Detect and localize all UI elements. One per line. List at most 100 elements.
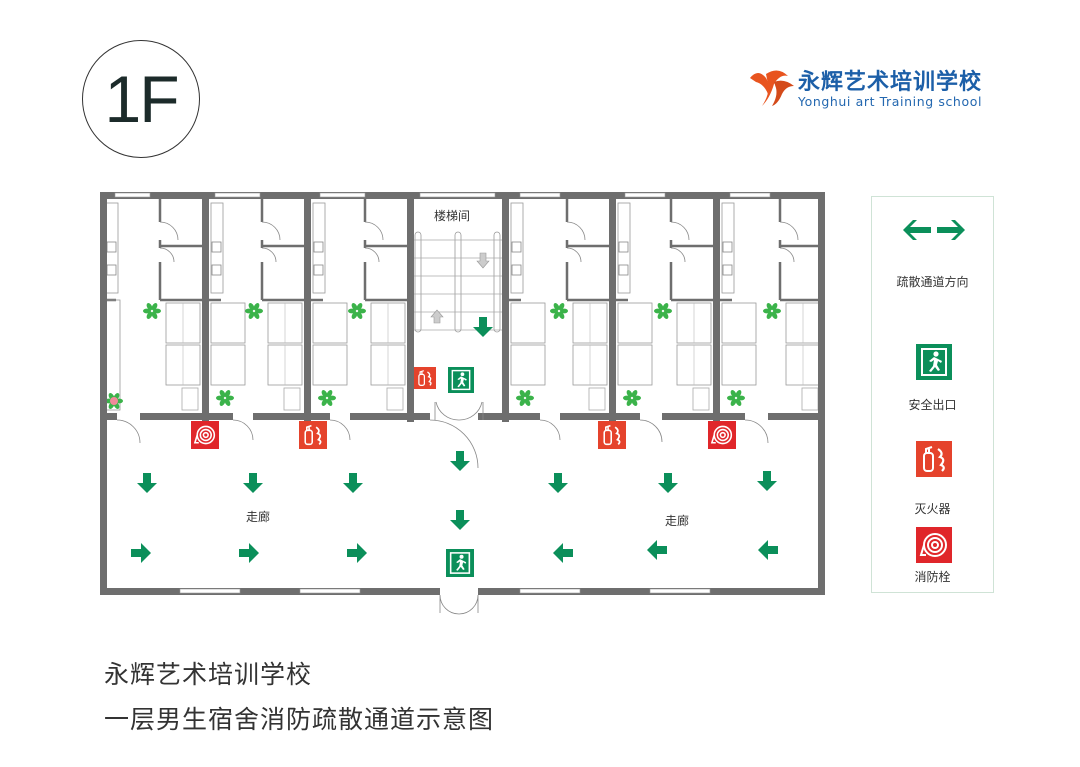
evacuation-direction-arrows-icon (903, 220, 965, 240)
wall (478, 413, 540, 420)
handrail (454, 231, 462, 333)
door-swing (116, 419, 141, 444)
evacuation-arrow-down-icon (757, 471, 777, 491)
legend-label-hydrant: 消防栓 (914, 570, 951, 584)
legend-label-exit: 安全出口 (908, 398, 957, 412)
evacuation-arrow-down-icon (343, 473, 363, 493)
wall (100, 588, 440, 595)
dorm-room (616, 197, 713, 411)
desk (181, 387, 199, 411)
door-swing (639, 419, 663, 443)
stall-wall (158, 197, 202, 302)
stall-door (566, 221, 586, 263)
plant-icon (216, 390, 234, 406)
wall (502, 192, 509, 422)
logo-name-en: Yonghui art Training school (798, 94, 983, 109)
stall-wall (260, 197, 304, 302)
stall-door (261, 221, 281, 263)
plant-icon (105, 393, 123, 409)
door-swing (329, 419, 351, 441)
floor-badge: 1F (82, 40, 200, 158)
evacuation-arrow-right-icon (131, 543, 151, 563)
bed (312, 344, 348, 386)
sink-counter (721, 202, 735, 294)
sink-icon (618, 264, 629, 276)
fire-extinguisher-icon (916, 441, 952, 477)
evacuation-arrow-down-icon (450, 451, 470, 471)
wall (100, 413, 117, 420)
evacuation-arrow-down-icon (450, 510, 470, 530)
evacuation-arrow-right-icon (239, 543, 259, 563)
stall-wall (363, 197, 407, 302)
sink-counter (617, 202, 631, 294)
evacuation-arrow-right-icon (347, 543, 367, 563)
window (419, 192, 496, 198)
legend-label-extinguisher: 灭火器 (914, 502, 951, 516)
bed (510, 344, 546, 386)
dorm-room (311, 197, 407, 411)
door-swing (539, 419, 561, 441)
bed (510, 302, 546, 344)
sink-icon (106, 241, 117, 253)
sink-icon (313, 264, 324, 276)
bed (617, 302, 653, 344)
desk (283, 387, 301, 411)
stall-door (364, 221, 384, 263)
sink-icon (313, 241, 324, 253)
evacuation-arrow-left-icon (647, 540, 667, 560)
window (319, 192, 366, 198)
sink-icon (722, 241, 733, 253)
door-swing (744, 419, 769, 444)
window (114, 192, 151, 198)
legend-label-direction: 疏散通道方向 (896, 275, 969, 289)
desk (801, 387, 819, 411)
plant-icon (143, 303, 161, 319)
fire-hydrant-icon (191, 421, 219, 449)
window (624, 192, 666, 198)
plant-icon (318, 390, 336, 406)
evacuation-arrow-left-icon (758, 540, 778, 560)
stall-door (670, 221, 690, 263)
sink-icon (722, 264, 733, 276)
evacuation-arrow-down-icon (548, 473, 568, 493)
wall (202, 192, 209, 422)
bed (210, 344, 246, 386)
down-arrow-icon (476, 252, 490, 269)
wall (713, 192, 720, 422)
fire-hydrant-icon (708, 421, 736, 449)
school-logo: 永辉艺术培训学校 Yonghui art Training school (748, 62, 998, 112)
emergency-exit-icon (916, 344, 952, 380)
emergency-exit-icon (446, 549, 474, 577)
wall (407, 192, 414, 422)
stall-door (779, 221, 799, 263)
desk (588, 387, 606, 411)
dorm-room (509, 197, 609, 411)
bed (721, 302, 757, 344)
bed (312, 302, 348, 344)
plant-icon (727, 390, 745, 406)
sink-icon (511, 264, 522, 276)
dorm-room (209, 197, 304, 411)
evacuation-arrow-down-icon (243, 473, 263, 493)
stairwell-label: 楼梯间 (434, 208, 470, 223)
stall-wall (565, 197, 609, 302)
wall (560, 413, 640, 420)
logo-mark-icon (750, 70, 794, 106)
sink-counter (312, 202, 326, 294)
plant-icon (348, 303, 366, 319)
fire-extinguisher-icon (598, 421, 626, 449)
desk (386, 387, 404, 411)
bed (210, 302, 246, 344)
window (729, 192, 771, 198)
stall-door (159, 221, 179, 263)
bed (617, 344, 653, 386)
plant-icon (550, 303, 568, 319)
plant-icon (763, 303, 781, 319)
sink-counter (210, 202, 224, 294)
window (214, 192, 261, 198)
evacuation-arrow-left-icon (553, 543, 573, 563)
plant-icon (245, 303, 263, 319)
wall (609, 192, 616, 422)
wall (140, 413, 233, 420)
evacuation-arrow-down-icon (137, 473, 157, 493)
